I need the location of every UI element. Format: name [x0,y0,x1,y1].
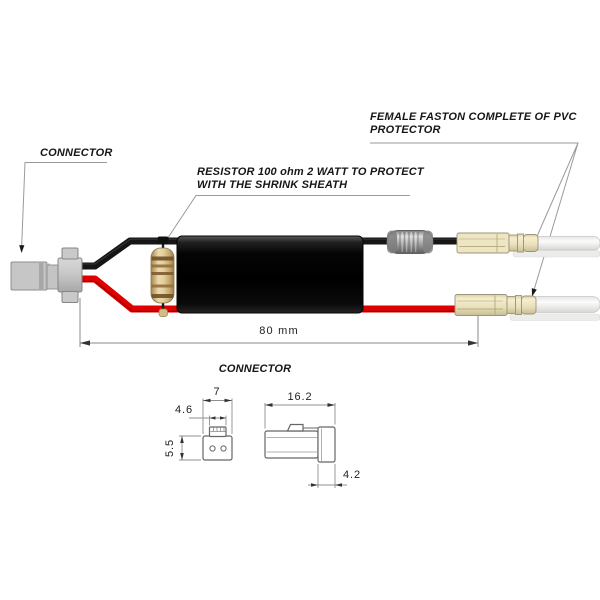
white-wires [509,236,600,321]
shrink-sheath [176,235,364,314]
detail-front-dim-arrows [180,398,232,460]
faston-annotation: FEMALE FASTON COMPLETE OF PVC PROTECTOR [370,111,577,137]
faston-top [456,232,539,254]
dim-side-tail-height: 4.2 [343,469,361,481]
resistor-annotation: RESISTOR 100 ohm 2 WATT TO PROTECT WITH … [197,166,424,192]
dimension-80mm-arrows [80,340,478,346]
metal-sleeve [386,230,434,254]
connector-left [10,247,83,303]
faston-annotation-line2: PROTECTOR [370,124,441,136]
faston-bottom [454,294,537,316]
dim-front-width: 7 [213,386,221,398]
detail-front-view [202,426,233,461]
resistor-annotation-line2: WITH THE SHRINK SHEATH [197,179,348,191]
resistor [150,236,175,317]
dim-side-length: 16.2 [287,391,313,403]
connector-detail-title: CONNECTOR [218,363,292,375]
dim-front-tab-width: 4.6 [175,404,193,416]
connector-top-label: CONNECTOR [40,147,113,159]
faston-annotation-line1: FEMALE FASTON COMPLETE OF PVC [370,111,577,123]
detail-side-view [264,423,336,463]
dim-overall-length: 80 mm [259,325,299,337]
dim-front-height: 5.5 [164,439,176,457]
resistor-annotation-line1: RESISTOR 100 ohm 2 WATT TO PROTECT [197,166,424,178]
leader-lines [21,142,579,296]
detail-side-dim-arrows [265,403,342,487]
